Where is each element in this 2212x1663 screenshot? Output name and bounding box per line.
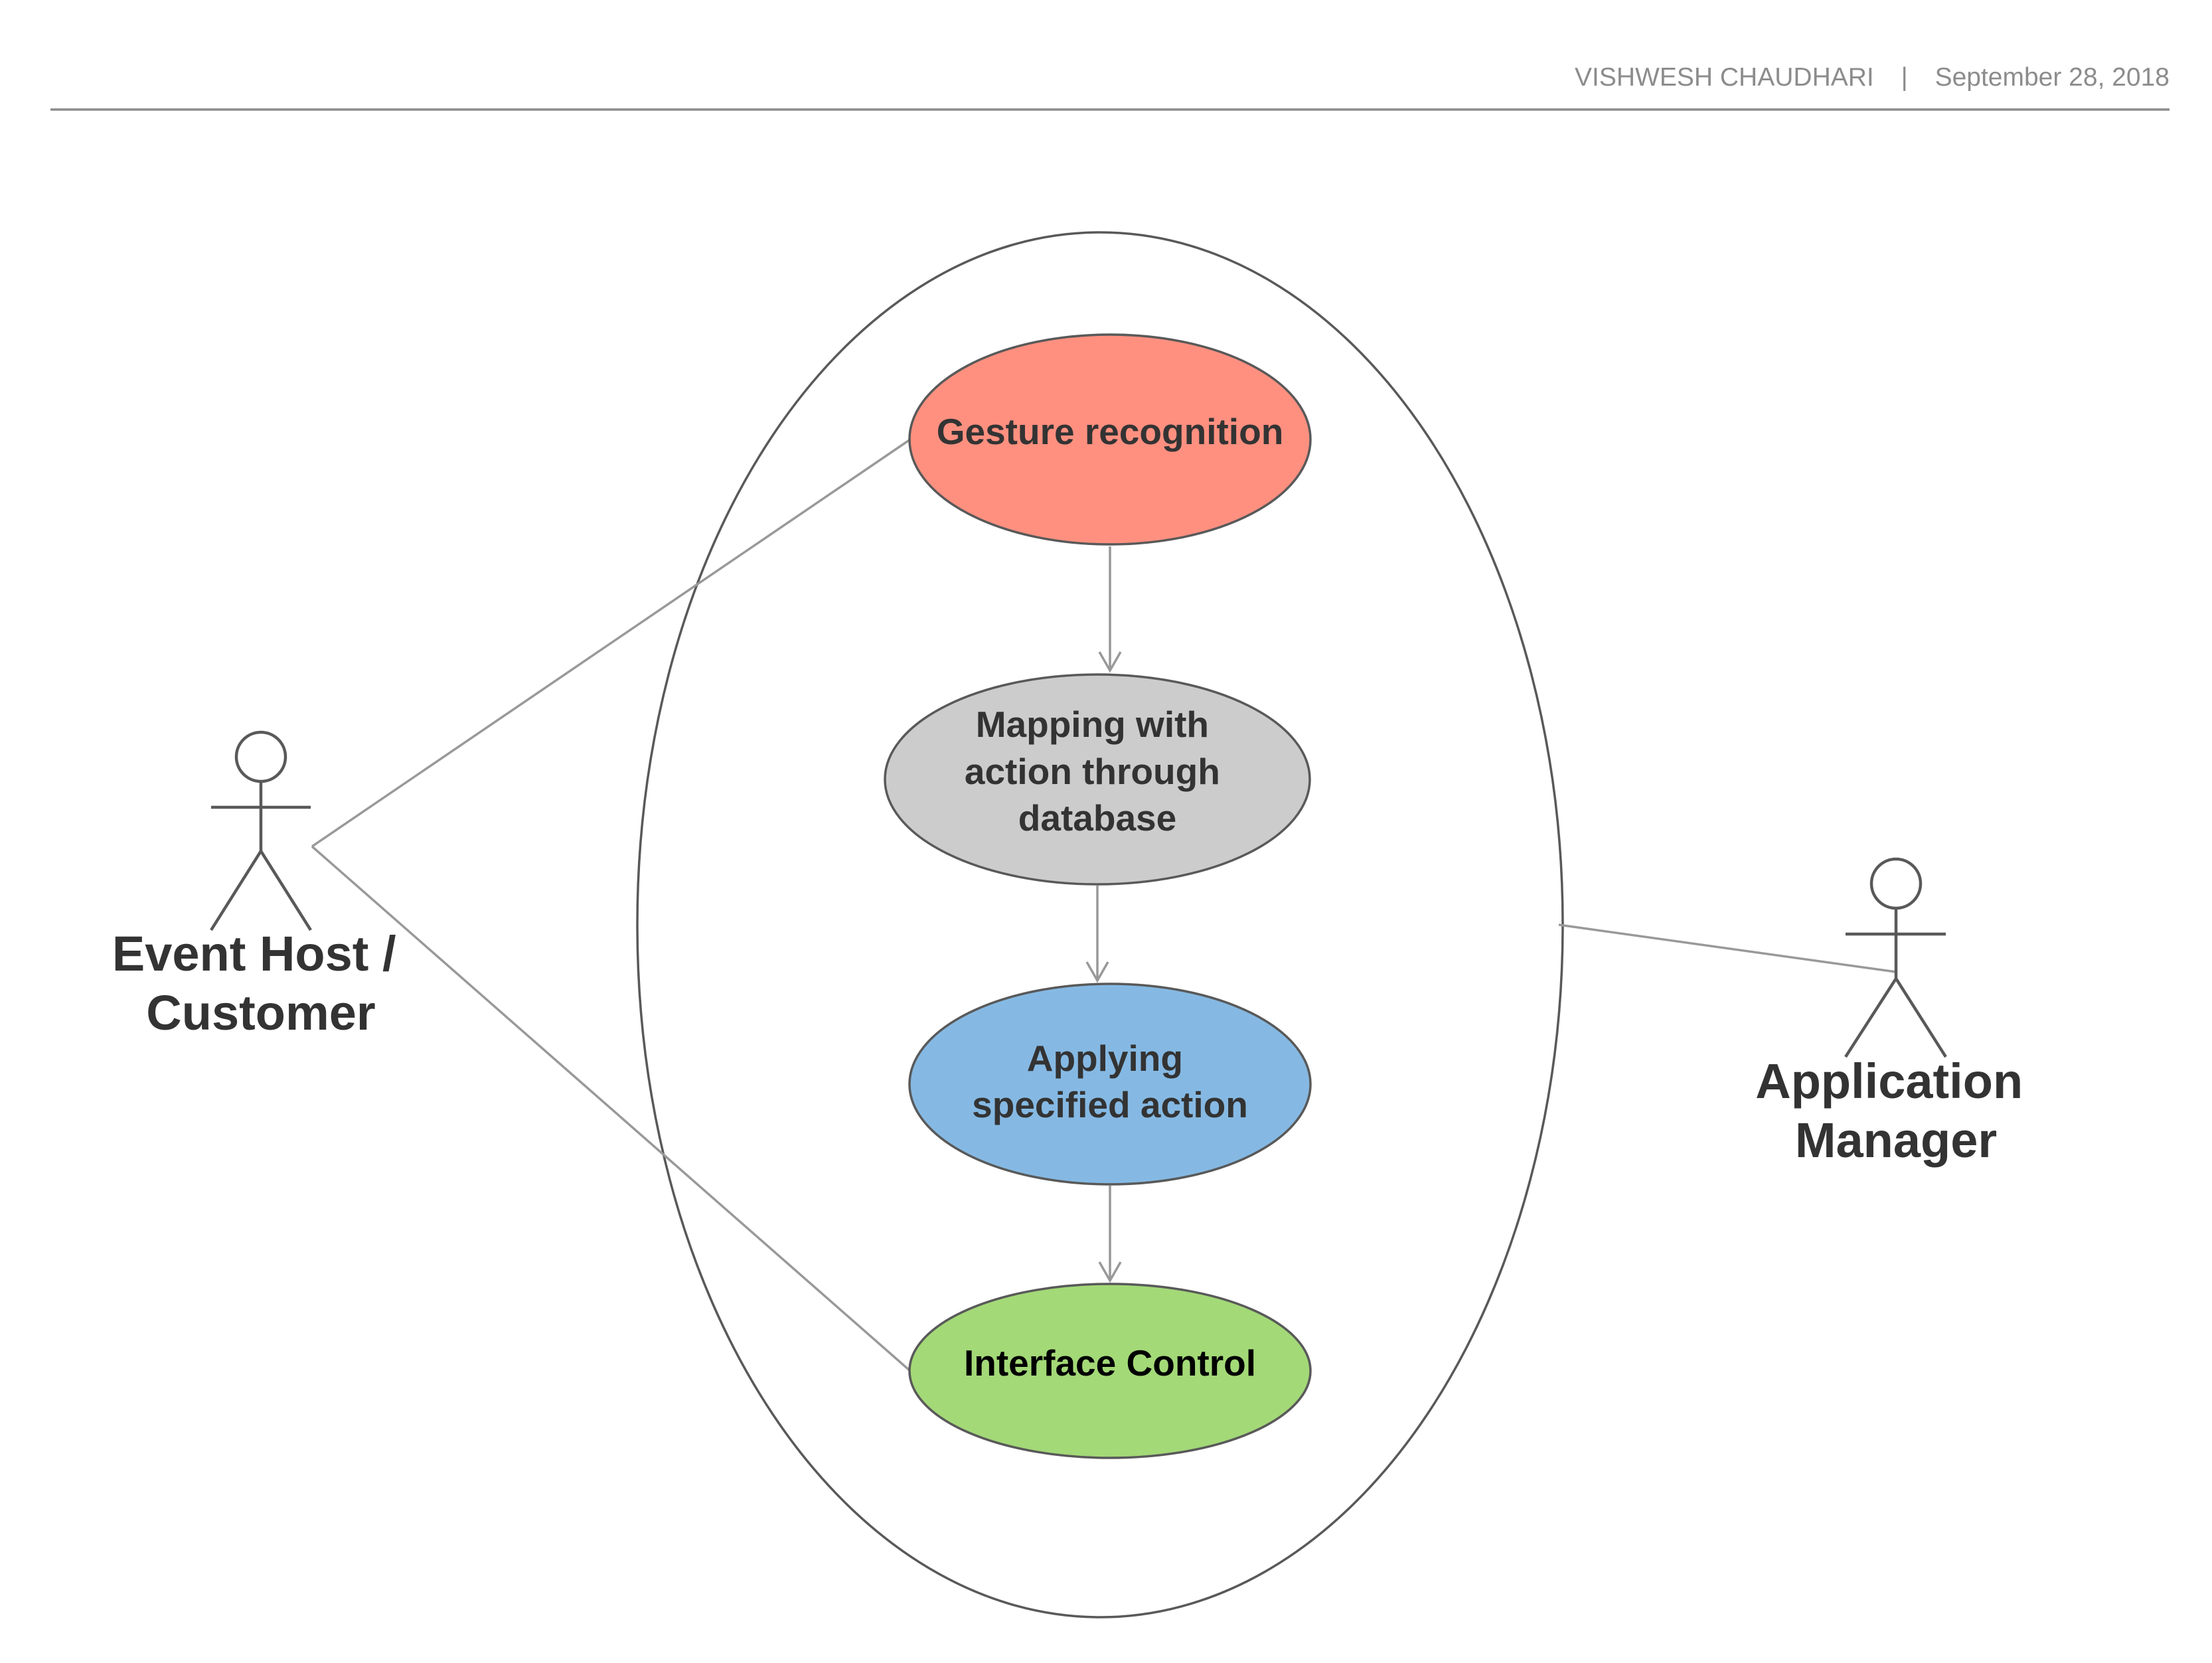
use-case-mapping-line1: Mapping with <box>976 704 1209 745</box>
use-case-applying-line2: specified action <box>972 1084 1248 1125</box>
use-case-mapping-ellipse <box>884 673 1311 886</box>
actor-application-manager-figure <box>1844 857 1947 1058</box>
use-case-gesture-label: Gesture recognition <box>937 411 1284 452</box>
association-customer-interface <box>311 845 911 1372</box>
use-case-gesture-ellipse <box>908 333 1312 546</box>
header-meta: VISHWESH CHAUDHARI | September 28, 2018 <box>1575 63 2170 92</box>
actor-event-host-label: Event Host / Customer <box>112 926 410 1040</box>
page-header: VISHWESH CHAUDHARI | September 28, 2018 <box>50 63 2170 111</box>
use-case-mapping-label: Mapping with action through database <box>965 704 1230 838</box>
use-case-interface-ellipse <box>908 1283 1312 1459</box>
use-case-applying-ellipse <box>908 983 1312 1186</box>
use-case-mapping-line3: database <box>1018 797 1176 838</box>
use-case-applying-label: Applying specified action <box>972 1038 1248 1125</box>
actor-event-host[interactable]: Event Host / Customer <box>112 730 410 1040</box>
use-case-interface-label: Interface Control <box>964 1342 1256 1384</box>
actor-event-host-line2: Customer <box>146 985 375 1040</box>
use-case-mapping[interactable]: Mapping with action through database <box>884 673 1311 886</box>
use-case-applying-line1: Applying <box>1027 1038 1183 1079</box>
association-customer-gesture <box>311 438 911 848</box>
actor-application-manager-line1: Application <box>1755 1054 2023 1109</box>
actor-application-manager-label: Application Manager <box>1755 1054 2036 1168</box>
use-case-gesture-recognition[interactable]: Gesture recognition <box>908 333 1312 546</box>
association-manager-system <box>1558 923 1897 973</box>
header-separator: | <box>1901 63 1908 92</box>
header-date: September 28, 2018 <box>1935 63 2170 92</box>
actor-event-host-figure <box>210 730 312 931</box>
use-case-mapping-line2: action through <box>965 751 1220 792</box>
actor-application-manager-line2: Manager <box>1795 1113 1997 1168</box>
use-case-interface-control[interactable]: Interface Control <box>908 1283 1312 1459</box>
actor-event-host-line1: Event Host / <box>112 926 396 981</box>
header-author: VISHWESH CHAUDHARI <box>1575 63 1874 92</box>
use-case-applying-action[interactable]: Applying specified action <box>908 983 1312 1186</box>
actor-application-manager[interactable]: Application Manager <box>1755 857 2036 1168</box>
